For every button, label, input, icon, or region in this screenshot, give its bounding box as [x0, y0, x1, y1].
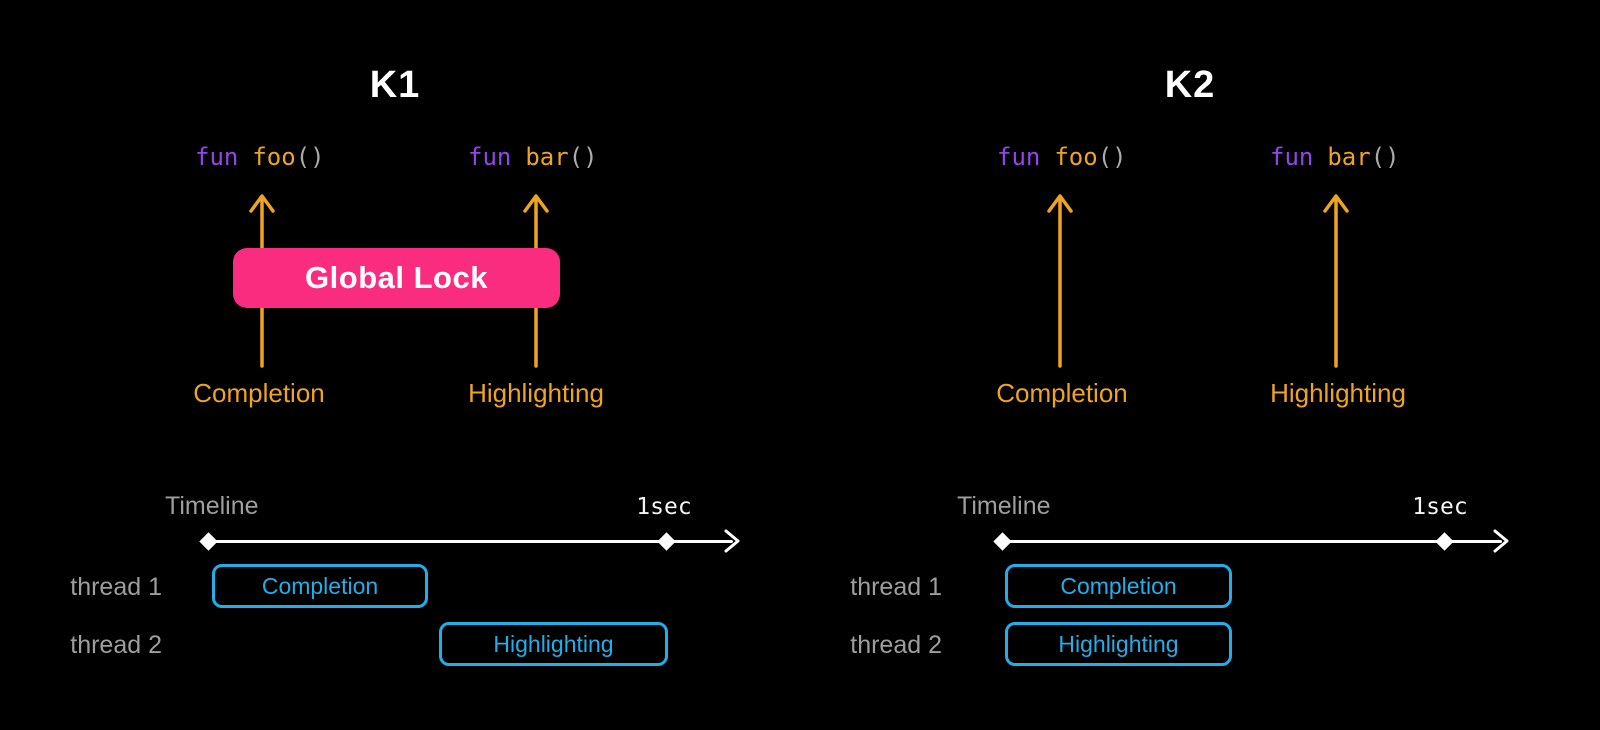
k2-thread1-task-box: Completion: [1005, 564, 1232, 608]
k2-completion-label: Completion: [996, 378, 1128, 408]
diamond-marker-icon: [657, 532, 676, 551]
k2-thread2-label: thread 2: [850, 631, 942, 659]
code-keyword: fun: [468, 143, 512, 171]
code-keyword: fun: [195, 143, 239, 171]
k1-onesec-label: 1sec: [636, 494, 692, 520]
global-lock-badge: Global Lock: [233, 248, 560, 308]
k2-timeline-axis: [1002, 540, 1502, 543]
k1-highlighting-label: Highlighting: [468, 378, 604, 408]
code-keyword: fun: [997, 143, 1041, 171]
k1-thread1-label: thread 1: [70, 573, 162, 601]
k1-timeline-axis: [209, 540, 733, 543]
code-function-name: foo: [252, 143, 296, 171]
k1-thread1-task-box: Completion: [212, 564, 428, 608]
diamond-marker-icon: [1435, 532, 1454, 551]
k1-title: K1: [369, 64, 421, 106]
code-parens: (): [295, 143, 325, 171]
code-function-name: bar: [525, 143, 569, 171]
code-parens: (): [1370, 143, 1400, 171]
k1-completion-label: Completion: [193, 378, 325, 408]
right-arrowhead-icon: [724, 529, 740, 553]
code-function-name: bar: [1327, 143, 1371, 171]
diamond-marker-icon: [993, 532, 1012, 551]
k1-timeline-label: Timeline: [165, 492, 259, 520]
right-arrowhead-icon: [1493, 529, 1509, 553]
diamond-marker-icon: [199, 532, 218, 551]
code-parens: (): [568, 143, 598, 171]
code-parens: (): [1097, 143, 1127, 171]
k2-thread2-task-box: Highlighting: [1005, 622, 1232, 666]
k1-thread2-label: thread 2: [70, 631, 162, 659]
code-keyword: fun: [1270, 143, 1314, 171]
k2-highlighting-label: Highlighting: [1270, 378, 1406, 408]
up-arrow-icon: [1323, 194, 1349, 368]
code-function-name: foo: [1054, 143, 1098, 171]
k2-timeline-label: Timeline: [957, 492, 1051, 520]
up-arrow-icon: [1047, 194, 1073, 368]
k2-thread1-label: thread 1: [850, 573, 942, 601]
k2-title: K2: [1164, 64, 1216, 106]
k1-thread2-task-box: Highlighting: [439, 622, 668, 666]
k2-onesec-label: 1sec: [1412, 494, 1468, 520]
